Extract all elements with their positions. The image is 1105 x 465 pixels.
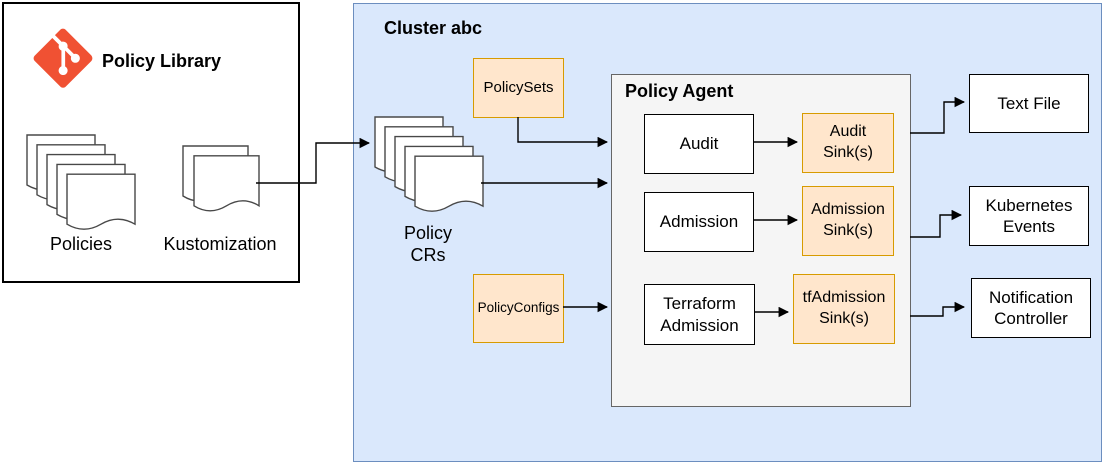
policy-library-group: Policy Library Policies Kustomization bbox=[2, 2, 300, 283]
kubernetes-events-line1: Kubernetes bbox=[985, 195, 1073, 215]
policyconfigs-node: PolicyConfigs bbox=[473, 274, 564, 343]
tf-admission-sink-node: tfAdmission Sink(s) bbox=[793, 274, 895, 344]
notification-controller-line1: Notification bbox=[988, 287, 1074, 307]
git-icon bbox=[33, 28, 93, 88]
tf-admission-sink-line1: tfAdmission bbox=[802, 289, 886, 307]
admission-sink-node: Admission Sink(s) bbox=[802, 186, 894, 256]
admission-node: Admission bbox=[644, 192, 754, 252]
text-file-node: Text File bbox=[969, 74, 1089, 133]
terraform-admission-line1: Terraform bbox=[663, 294, 736, 314]
kubernetes-events-line2: Events bbox=[1003, 217, 1055, 236]
policies-label: Policies bbox=[49, 234, 113, 254]
audit-sink-line1: Audit bbox=[829, 123, 867, 141]
notification-controller-line2: Controller bbox=[994, 309, 1068, 328]
tf-admission-sink-line2: Sink(s) bbox=[819, 310, 869, 327]
terraform-admission-line2: Admission bbox=[660, 315, 739, 335]
policy-library-title: Policy Library bbox=[102, 51, 222, 71]
policysets-node: PolicySets bbox=[473, 58, 564, 118]
policy-agent-group: Policy Agent Audit Admission Terraform A… bbox=[611, 74, 911, 407]
audit-sink-line2: Sink(s) bbox=[823, 144, 873, 161]
notification-controller-node: Notification Controller bbox=[971, 278, 1091, 338]
policy-agent-title: Policy Agent bbox=[625, 81, 734, 101]
audit-sink-node: Audit Sink(s) bbox=[802, 113, 894, 173]
audit-node: Audit bbox=[644, 114, 754, 174]
policy-crs-documents-icon bbox=[374, 116, 484, 212]
admission-sink-line2: Sink(s) bbox=[823, 222, 873, 239]
policies-documents-icon bbox=[26, 134, 136, 230]
cluster-group: Cluster abc Policy CRs PolicySets Policy… bbox=[353, 3, 1102, 462]
policy-crs-label-line1: Policy bbox=[403, 223, 452, 243]
cluster-title: Cluster abc bbox=[384, 18, 483, 38]
kustomization-documents-icon bbox=[182, 145, 260, 212]
admission-sink-line1: Admission bbox=[811, 201, 885, 219]
kustomization-label: Kustomization bbox=[163, 234, 277, 254]
kubernetes-events-node: Kubernetes Events bbox=[969, 186, 1089, 246]
policy-crs-label-line2: CRs bbox=[410, 244, 446, 265]
terraform-admission-node: Terraform Admission bbox=[644, 284, 755, 345]
policy-crs-label: Policy CRs bbox=[368, 223, 488, 267]
